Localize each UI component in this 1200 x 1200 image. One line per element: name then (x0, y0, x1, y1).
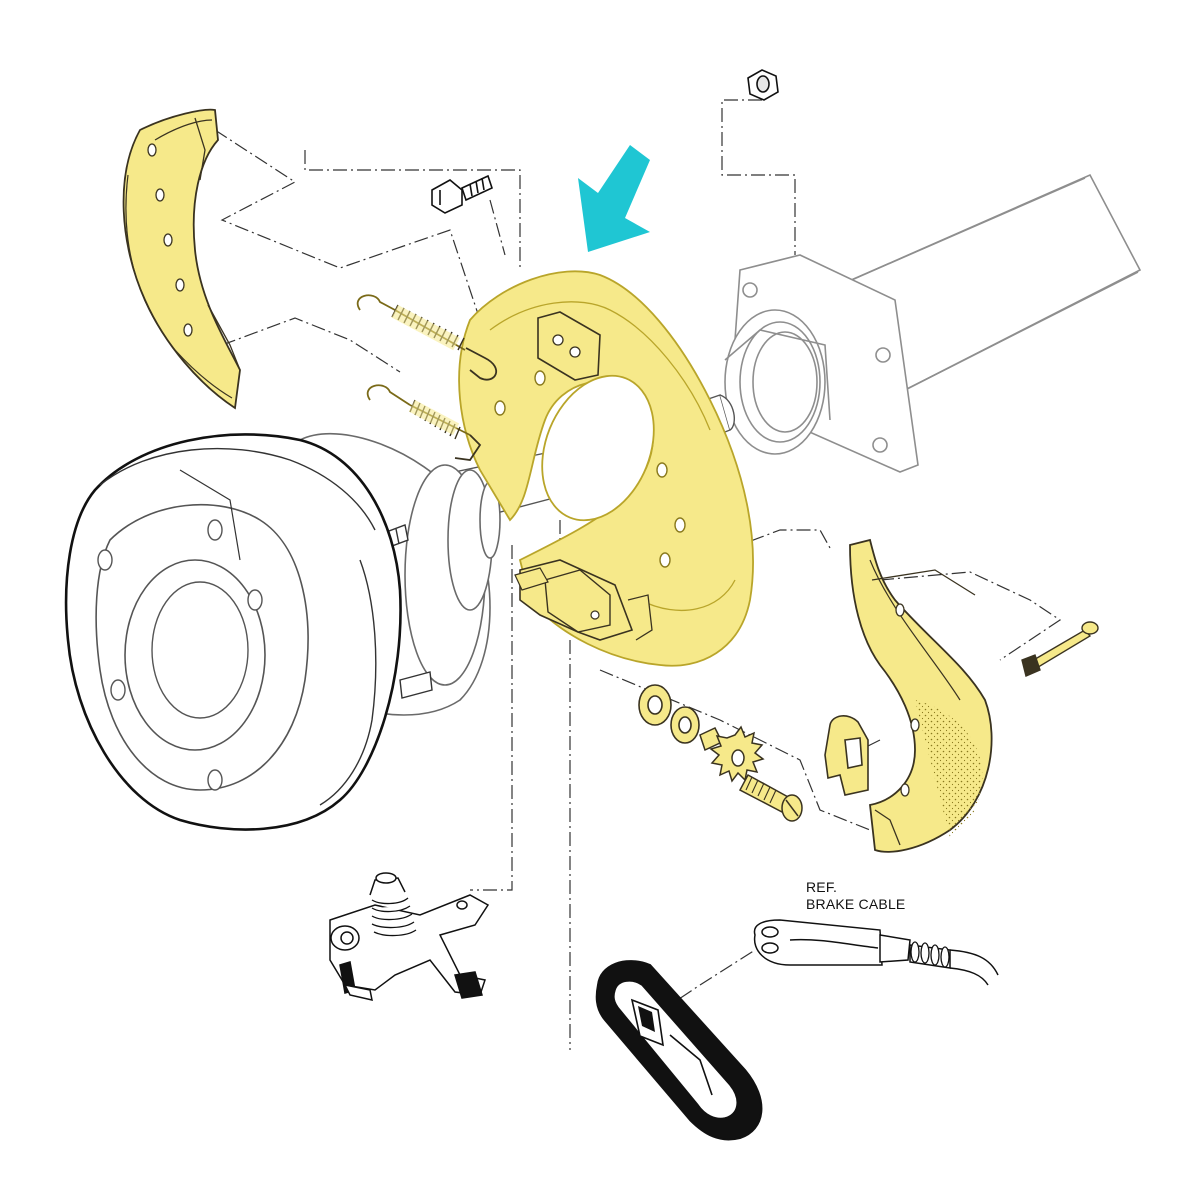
backing-plate (458, 270, 754, 667)
callout-ref-label: REF. (806, 879, 838, 895)
axle-housing (724, 173, 1142, 473)
callout-brake-cable-label: BRAKE CABLE (806, 896, 906, 912)
actuator-lever-assembly (329, 872, 490, 1001)
adjuster-washers (638, 684, 700, 744)
return-spring-lower (366, 384, 482, 461)
brake-shoe-right (849, 538, 993, 853)
adjuster-screw (738, 773, 803, 822)
brake-drum (64, 433, 402, 831)
rubber-grommet (595, 960, 763, 1141)
arrow-icon (578, 145, 650, 252)
shoe-clip (824, 715, 869, 796)
flange-bolt (431, 174, 493, 214)
brake-cable-clevis (753, 919, 999, 986)
star-wheel-adjuster (699, 725, 765, 783)
brake-shoe-left (122, 108, 241, 410)
explode-lines (214, 99, 1062, 1050)
hex-nut (747, 69, 779, 101)
return-spring-upper (356, 294, 498, 381)
brake-cable-callout: REF. BRAKE CABLE (806, 879, 905, 913)
clevis-pin (1021, 621, 1099, 677)
